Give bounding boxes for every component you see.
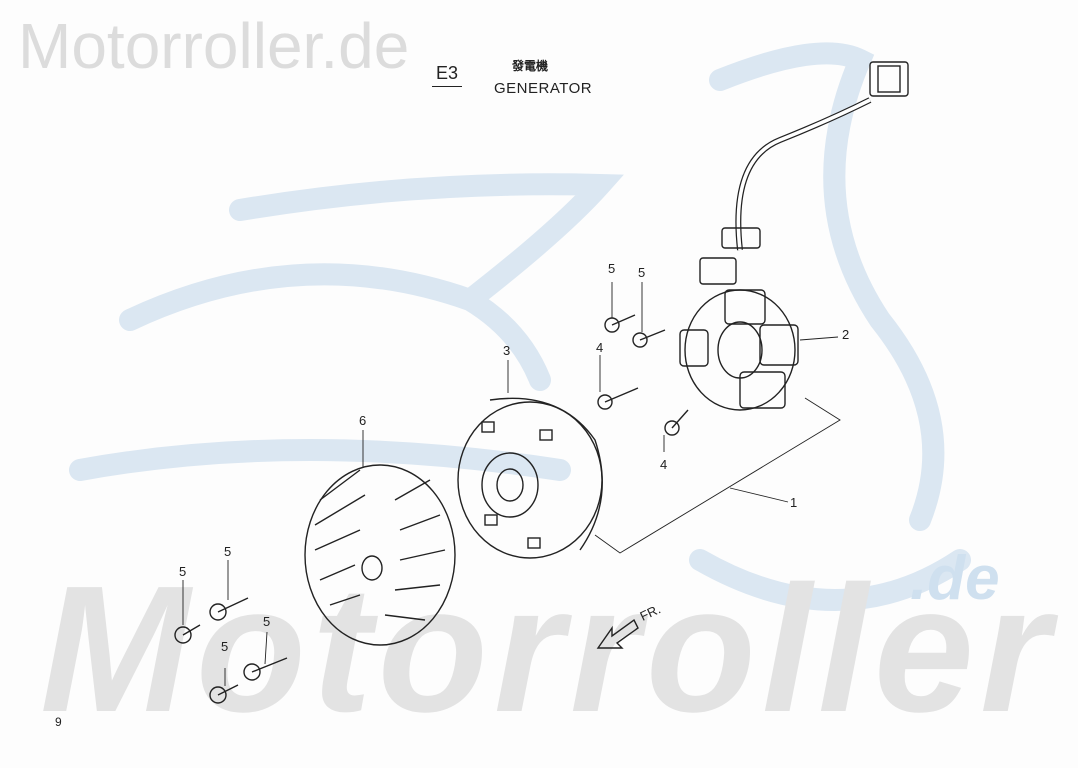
callout-5: 5	[608, 261, 616, 276]
callout-5: 5	[179, 564, 187, 579]
callout-4: 4	[660, 457, 668, 472]
watermark-top: Motorroller.de	[18, 10, 410, 82]
callout-6: 6	[359, 413, 367, 428]
watermark-de: .de	[910, 544, 1000, 613]
callout-5: 5	[638, 265, 646, 280]
callout-3: 3	[503, 343, 511, 358]
callout-4: 4	[596, 340, 604, 355]
callout-1: 1	[790, 495, 798, 510]
callout-5: 5	[263, 614, 271, 629]
callout-2: 2	[842, 327, 850, 342]
cooling-fan-part	[304, 464, 456, 646]
callout-5: 5	[224, 544, 232, 559]
title-chinese: 發電機	[512, 59, 549, 73]
bolts	[174, 314, 689, 704]
callout-5: 5	[221, 639, 229, 654]
flywheel-rotor-part	[457, 397, 603, 559]
section-code: E3	[432, 63, 463, 87]
stator-part	[679, 61, 909, 411]
diagram-title: GENERATOR	[494, 80, 593, 97]
front-direction-arrow	[596, 618, 639, 649]
page-number: 9	[55, 715, 62, 729]
